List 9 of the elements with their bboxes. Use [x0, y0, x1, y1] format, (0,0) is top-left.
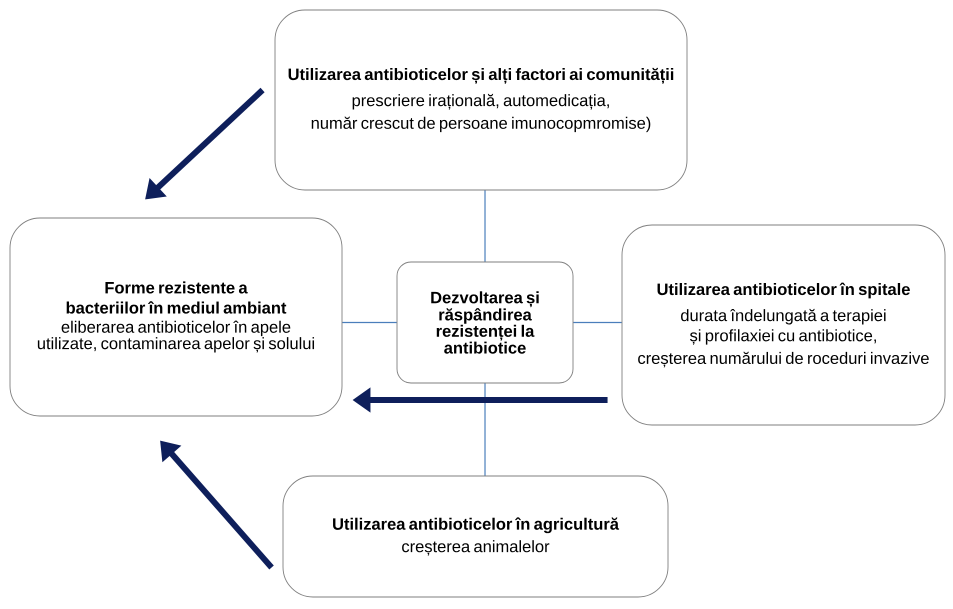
- connector-line: [484, 190, 486, 262]
- connector-line: [484, 383, 486, 476]
- connector-line: [342, 322, 397, 324]
- info-box: Utilizarea antibioticelor în agricultură creșterea animalelor: [282, 476, 668, 598]
- connector-line: [573, 322, 622, 324]
- info-box: Utilizarea antibioticelor în spitale durata îndelungată a terapiei și profilaxiei cu antibiotice, creșterea numărului de roceduri invazive: [622, 224, 946, 426]
- info-box: Utilizarea antibioticelor și alți factori ai comunității prescriere irațională, automedicația, număr crescut de persoane imunocopmromise): [274, 10, 688, 190]
- info-box: Forme rezistente a bacteriilor în mediul ambiant eliberarea antibioticelor în apele utilizate, contaminarea apelor și solului: [10, 218, 342, 416]
- center-box: Dezvoltarea și răspândirea rezistenței la antibiotice: [396, 262, 574, 384]
